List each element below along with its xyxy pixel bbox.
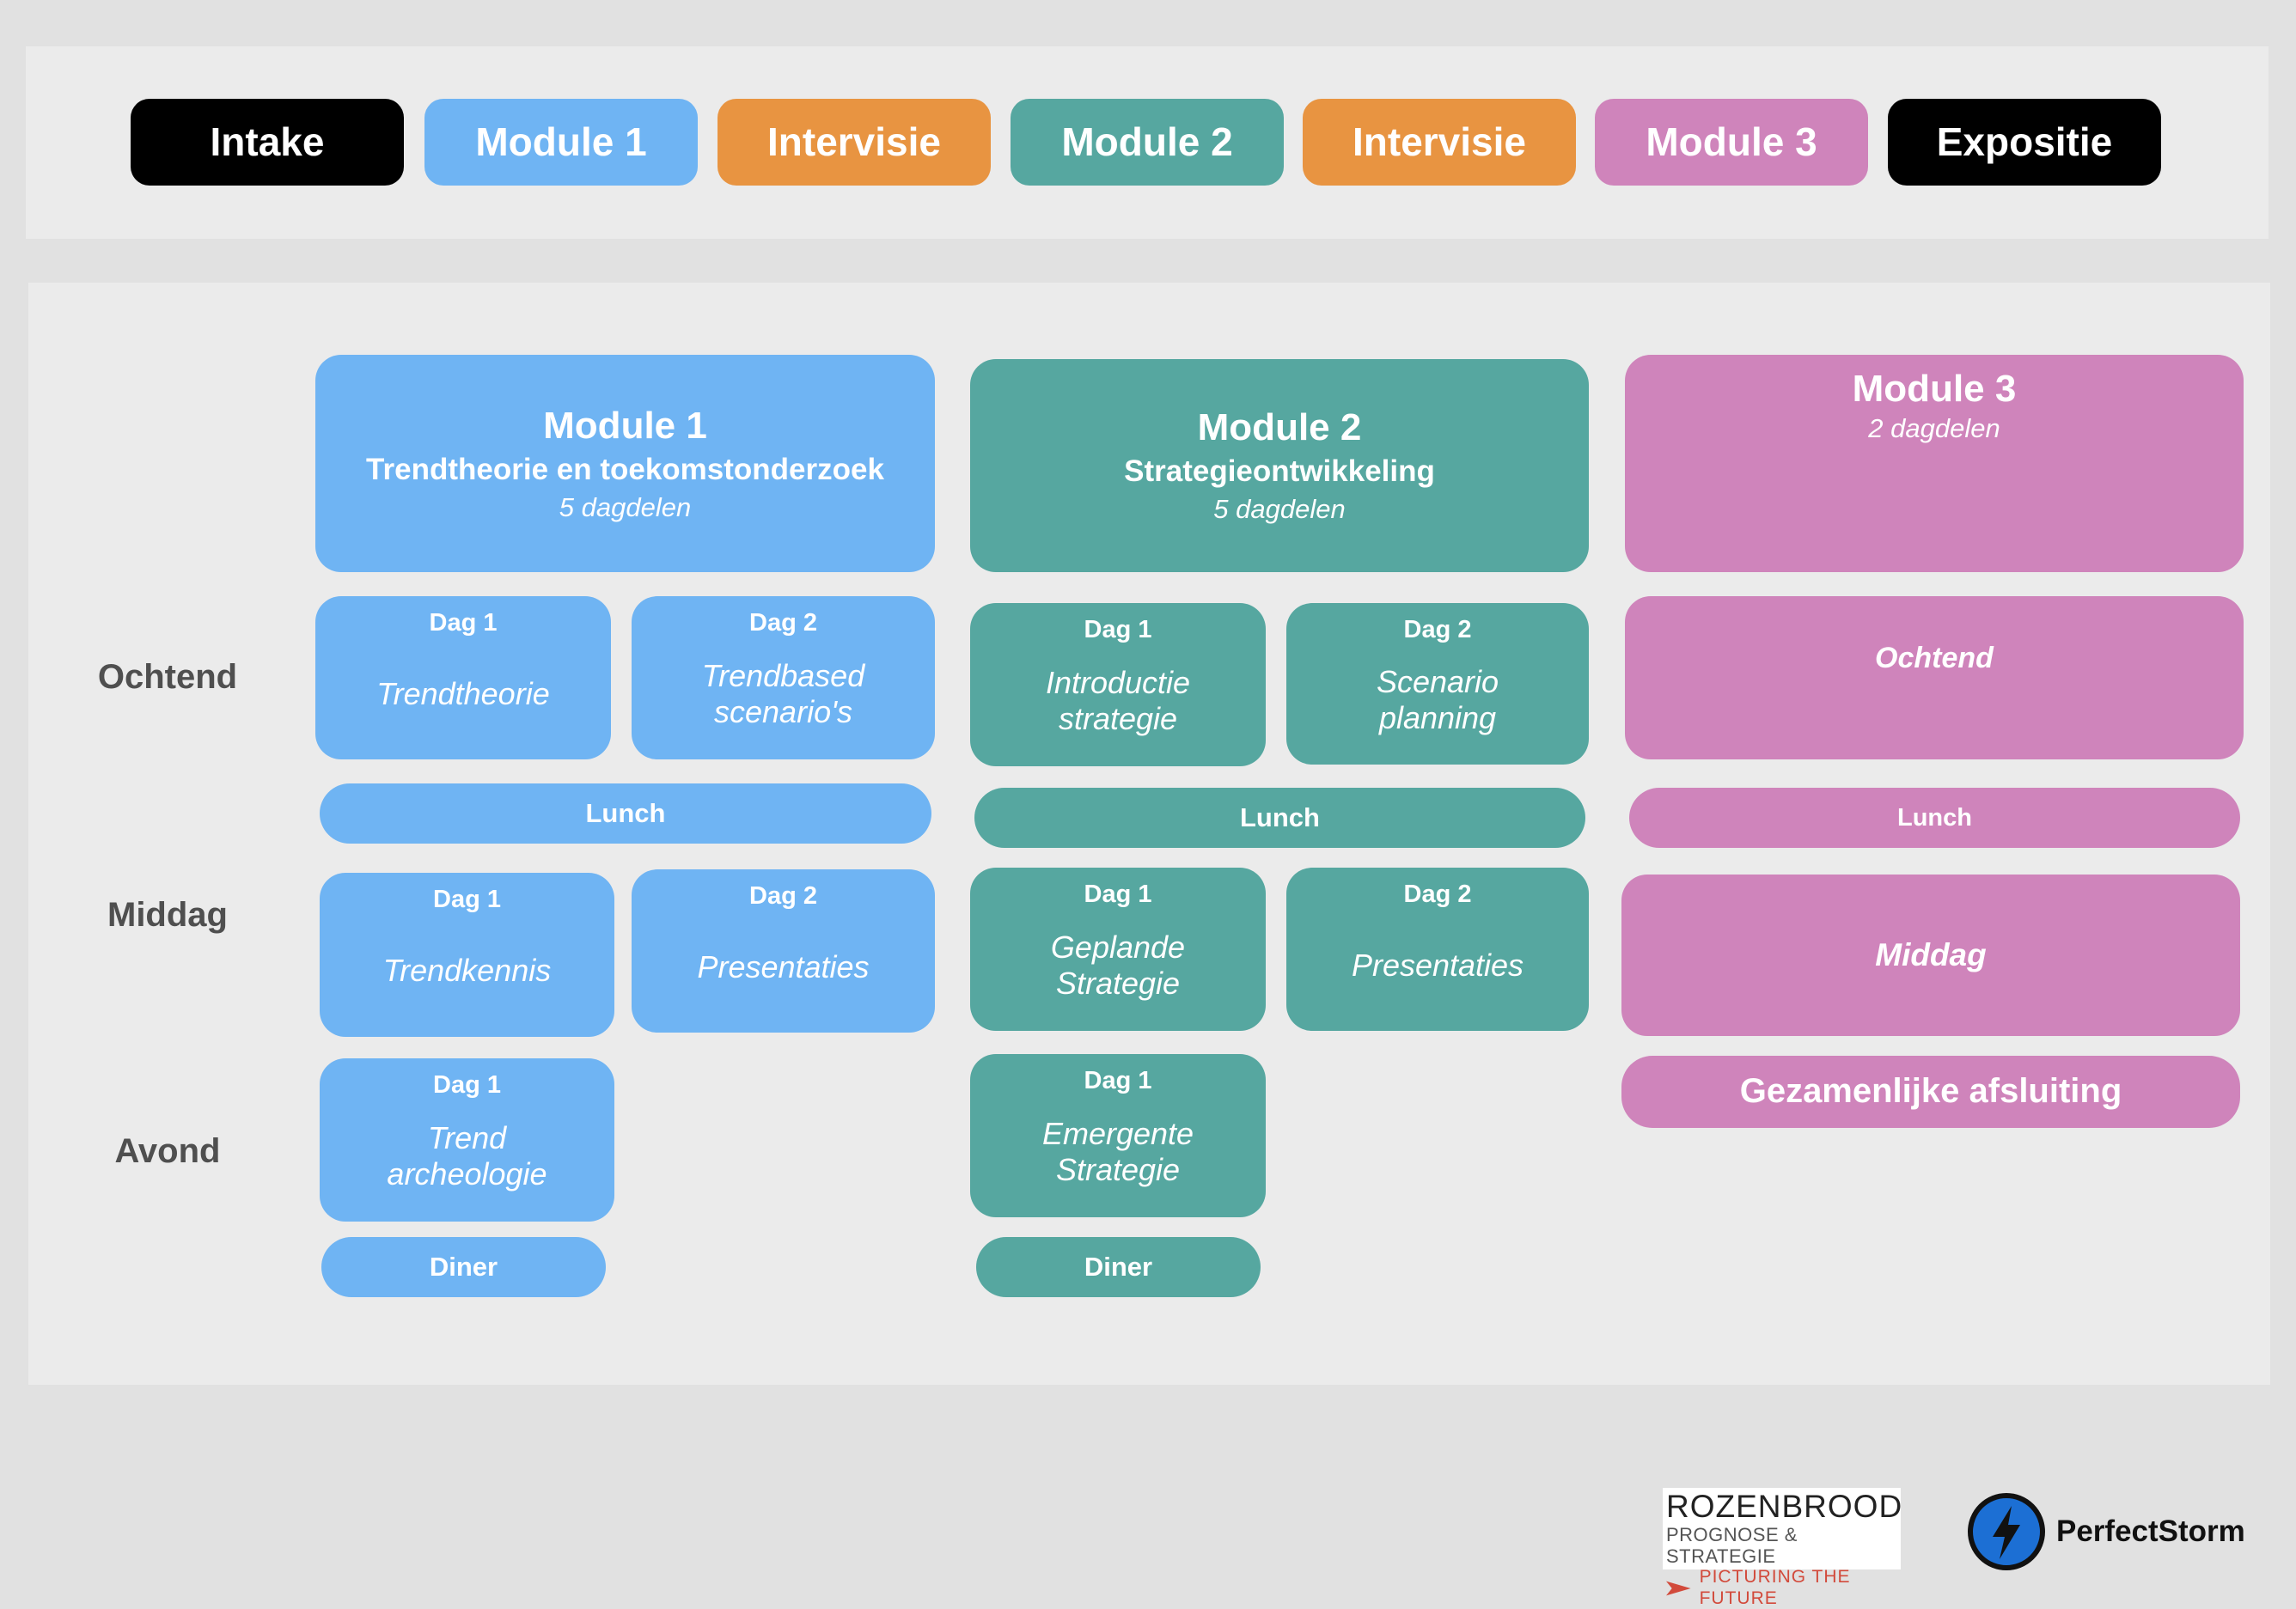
module-1-lunch: Lunch <box>320 783 931 844</box>
day-label: Dag 1 <box>433 1071 501 1099</box>
perfectstorm-bolt-icon <box>1968 1493 2045 1570</box>
module-2-afternoon-day-1: Dag 1 Geplande Strategie <box>970 868 1266 1031</box>
module-1-afternoon-day-2: Dag 2 Presentaties <box>632 869 935 1033</box>
day-label: Dag 1 <box>1084 881 1152 908</box>
module-2-header: Module 2 Strategieontwikkeling 5 dagdele… <box>970 359 1589 572</box>
module-1-title: Module 1 <box>543 404 707 447</box>
module-3-days: 2 dagdelen <box>1868 412 2000 443</box>
timeline-expositie: Expositie <box>1888 99 2161 186</box>
activity-label: Introductie strategie <box>1045 664 1191 736</box>
activity-label: Scenario planning <box>1376 663 1499 735</box>
activity-label: Trendbased scenario's <box>701 657 865 729</box>
activity-label: Trend archeologie <box>387 1119 547 1192</box>
module-1-morning-day-1: Dag 1 Trendtheorie <box>315 596 611 759</box>
module-2-subtitle: Strategieontwikkeling <box>1124 454 1435 489</box>
timeline-intervisie-2: Intervisie <box>1303 99 1576 186</box>
module-1-subtitle: Trendtheorie en toekomstonderzoek <box>366 452 884 486</box>
module-2-afternoon-day-2: Dag 2 Presentaties <box>1286 868 1589 1031</box>
day-label: Dag 1 <box>1084 616 1152 643</box>
module-2-days: 5 dagdelen <box>1213 494 1346 525</box>
module-2-lunch: Lunch <box>974 788 1585 848</box>
module-1-evening-day-1: Dag 1 Trend archeologie <box>320 1058 614 1222</box>
row-label-afternoon: Middag <box>107 896 228 934</box>
module-3-morning: Ochtend <box>1625 596 2244 759</box>
module-3-title: Module 3 <box>1852 368 2017 410</box>
timeline-intervisie-1: Intervisie <box>718 99 991 186</box>
rozenbrood-logo: ROZENBROOD PROGNOSE & STRATEGIE PICTURIN… <box>1663 1488 1903 1608</box>
module-1-morning-day-2: Dag 2 Trendbased scenario's <box>632 596 935 759</box>
day-label: Dag 2 <box>749 609 817 637</box>
module-3-lunch: Lunch <box>1629 788 2240 848</box>
activity-label: Emergente Strategie <box>1041 1115 1194 1187</box>
module-1-dinner: Diner <box>321 1237 606 1297</box>
module-2-morning-day-1: Dag 1 Introductie strategie <box>970 603 1266 766</box>
activity-label: Ochtend <box>1875 642 1994 674</box>
day-label: Dag 1 <box>1084 1067 1152 1094</box>
day-label: Dag 2 <box>749 882 817 910</box>
module-1-days: 5 dagdelen <box>559 491 692 522</box>
module-1-header: Module 1 Trendtheorie en toekomstonderzo… <box>315 355 935 572</box>
flag-icon <box>1666 1581 1691 1595</box>
activity-label: Trendtheorie <box>376 675 550 711</box>
module-2-evening-day-1: Dag 1 Emergente Strategie <box>970 1054 1266 1217</box>
module-3-header: Module 3 2 dagdelen <box>1625 355 2244 572</box>
rozenbrood-sub: PROGNOSE & STRATEGIE <box>1666 1523 1798 1568</box>
rozenbrood-name: ROZENBROOD <box>1666 1489 1903 1524</box>
day-label: Dag 2 <box>1403 616 1472 643</box>
activity-label: Trendkennis <box>382 953 552 989</box>
row-label-morning: Ochtend <box>97 658 238 696</box>
activity-label: Middag <box>1875 937 1987 973</box>
rozenbrood-tagline: PICTURING THE FUTURE <box>1699 1567 1851 1608</box>
timeline-intake: Intake <box>131 99 404 186</box>
day-label: Dag 1 <box>433 886 501 913</box>
activity-label: Geplande Strategie <box>1050 929 1186 1001</box>
activity-label: Presentaties <box>1351 947 1524 983</box>
module-2-morning-day-2: Dag 2 Scenario planning <box>1286 603 1589 765</box>
module-2-title: Module 2 <box>1197 406 1362 449</box>
timeline-module-1: Module 1 <box>424 99 698 186</box>
module-3-closing: Gezamenlijke afsluiting <box>1621 1056 2240 1128</box>
activity-label: Presentaties <box>697 948 870 984</box>
row-label-evening: Avond <box>114 1132 221 1170</box>
rozenbrood-tagline-row: PICTURING THE FUTURE <box>1666 1567 1897 1608</box>
module-2-dinner: Diner <box>976 1237 1261 1297</box>
module-3-afternoon: Middag <box>1621 875 2240 1036</box>
module-1-afternoon-day-1: Dag 1 Trendkennis <box>320 873 614 1037</box>
perfectstorm-name: PerfectStorm <box>2056 1515 2245 1548</box>
day-label: Dag 2 <box>1403 881 1472 908</box>
timeline-module-2: Module 2 <box>1011 99 1284 186</box>
timeline-module-3: Module 3 <box>1595 99 1868 186</box>
day-label: Dag 1 <box>429 609 498 637</box>
